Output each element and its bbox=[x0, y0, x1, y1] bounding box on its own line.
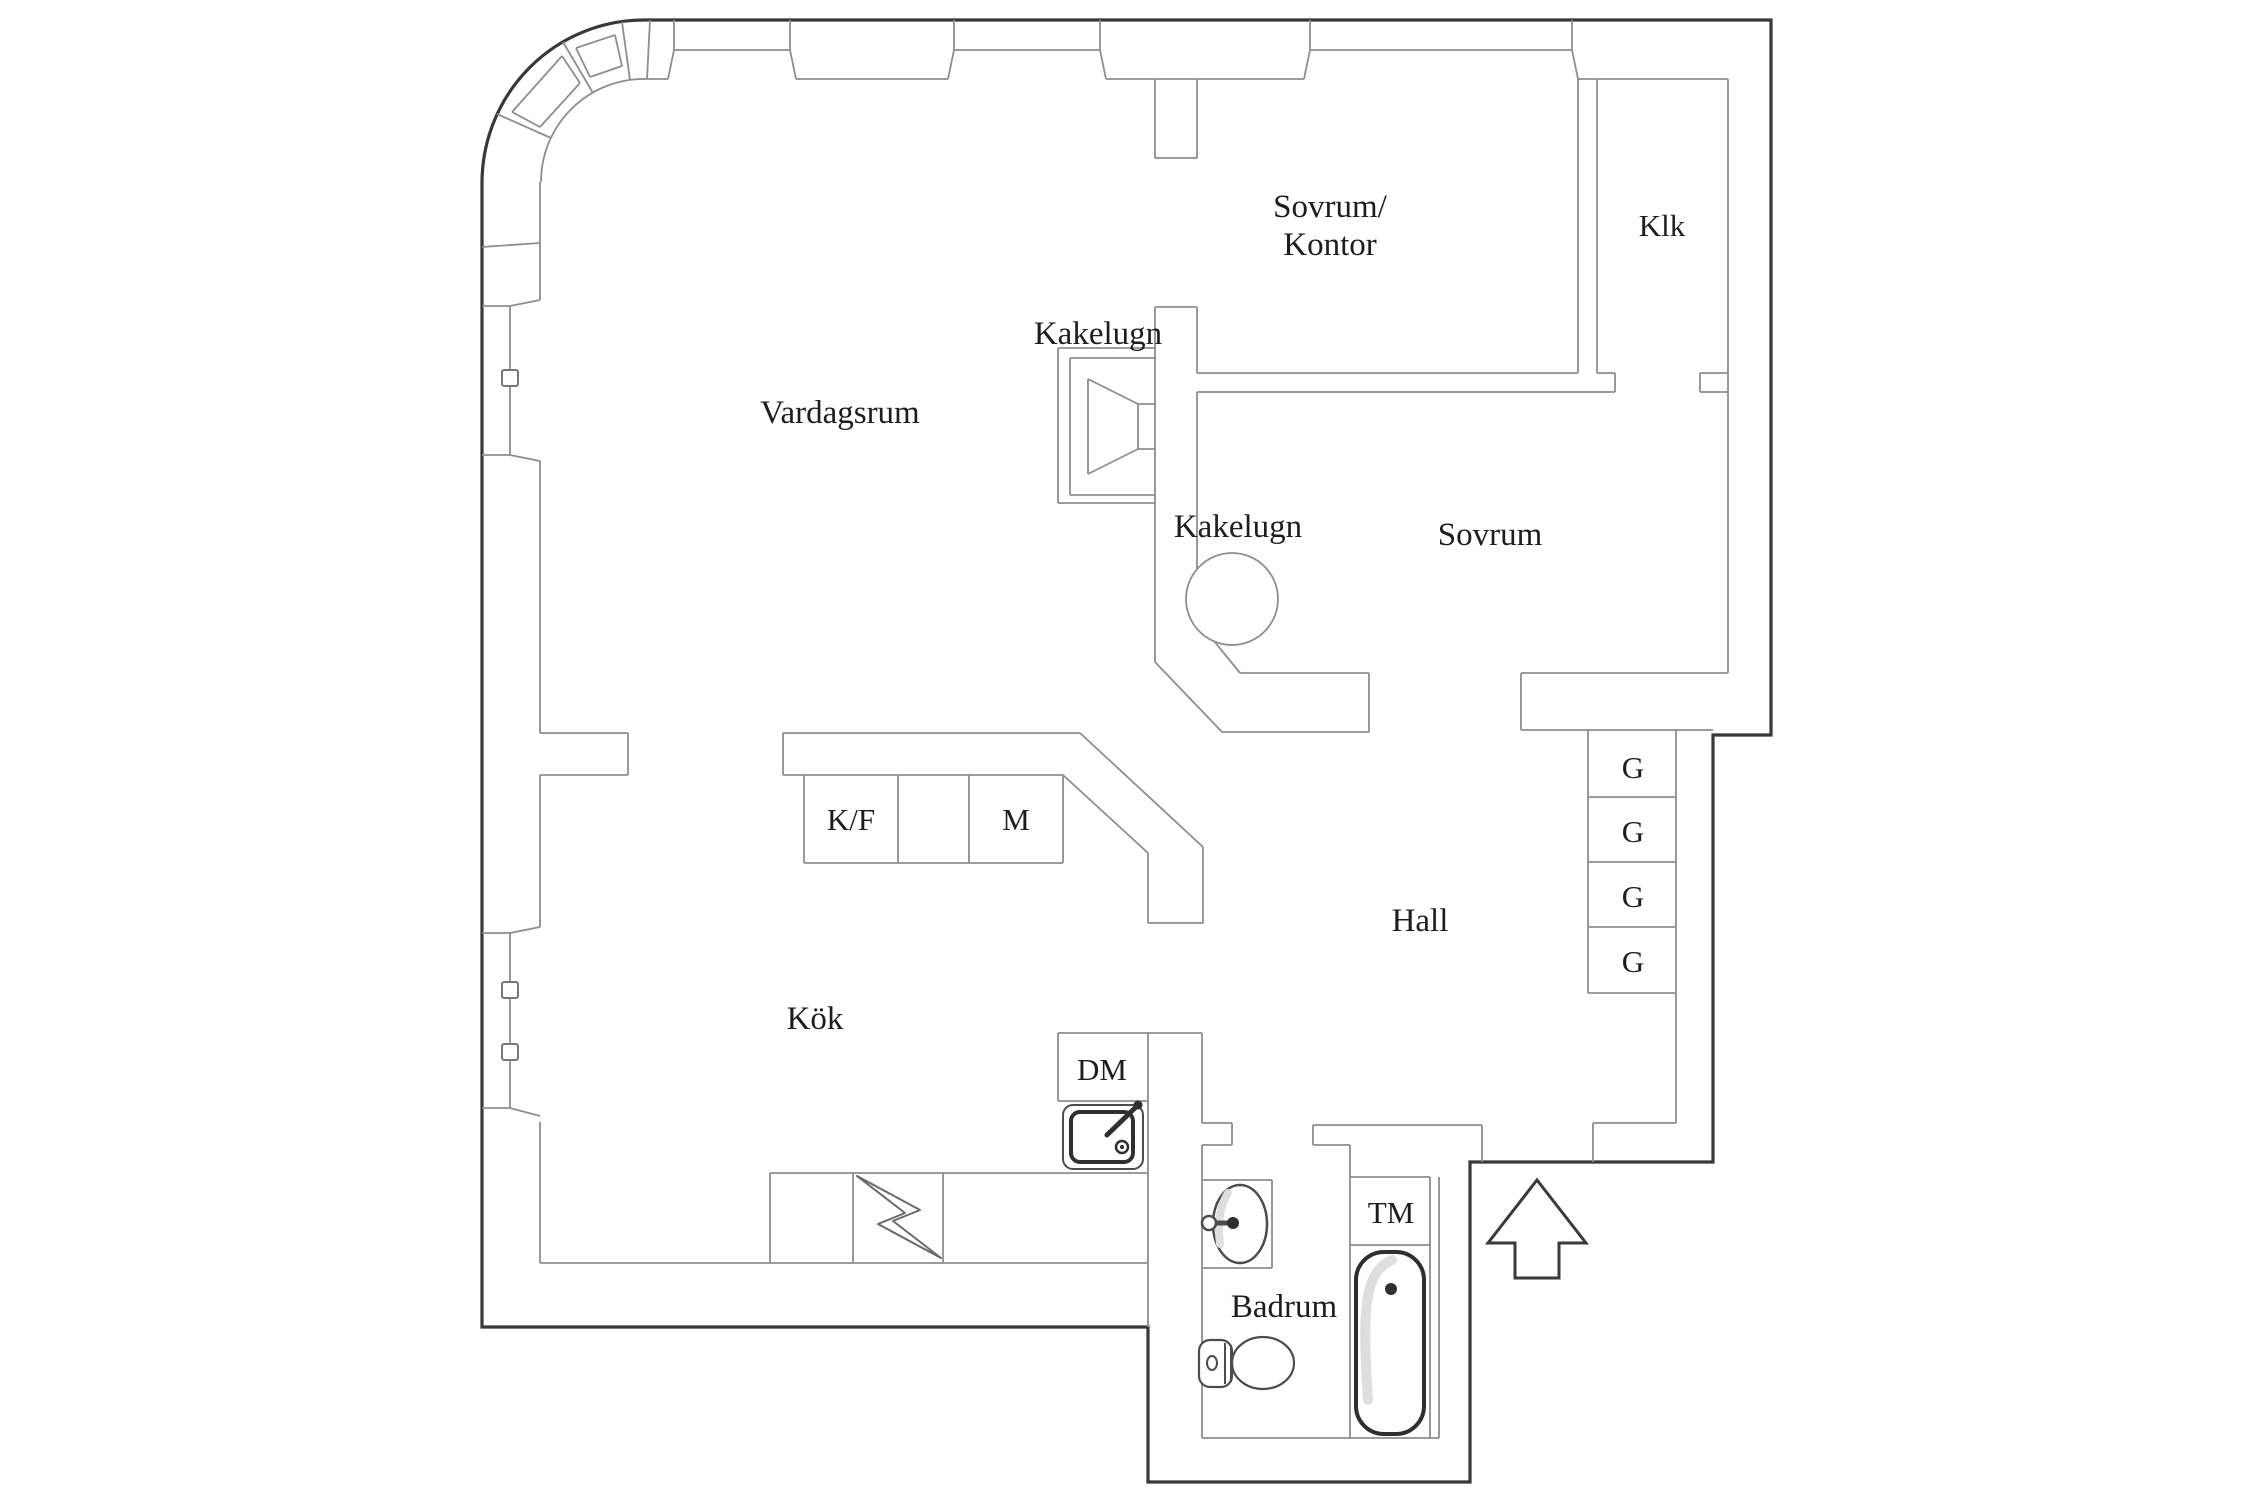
toilet-icon bbox=[1197, 1335, 1296, 1391]
label-hall: Hall bbox=[1392, 903, 1449, 939]
label-sovrum: Sovrum bbox=[1438, 517, 1543, 553]
label-g1: G bbox=[1622, 750, 1644, 785]
stove-icon bbox=[856, 1175, 942, 1259]
window-handle-icon bbox=[501, 981, 519, 999]
label-sovrum-kontor-line2: Kontor bbox=[1283, 227, 1377, 263]
interior-walls bbox=[540, 79, 1728, 1439]
label-klk: Klk bbox=[1639, 208, 1686, 243]
entrance-arrow-icon bbox=[1484, 1177, 1590, 1280]
label-m: M bbox=[1002, 802, 1030, 837]
exterior-walls bbox=[480, 18, 1773, 1484]
label-g4: G bbox=[1622, 944, 1644, 979]
windows bbox=[481, 19, 1579, 1117]
label-kakelugn-round: Kakelugn bbox=[1174, 509, 1302, 545]
window-handle-icon bbox=[501, 1043, 519, 1061]
label-sovrum-kontor-line1: Sovrum/ bbox=[1273, 189, 1388, 225]
label-tm: TM bbox=[1368, 1195, 1415, 1230]
tiled-stove-round-icon bbox=[1185, 552, 1279, 646]
label-kakelugn-top: Kakelugn bbox=[1034, 316, 1162, 352]
interior-wall-faces bbox=[539, 78, 1729, 1264]
label-g2: G bbox=[1622, 814, 1644, 849]
window-handle-icon bbox=[501, 369, 519, 387]
label-badrum: Badrum bbox=[1231, 1289, 1338, 1325]
washbasin-icon bbox=[1200, 1183, 1269, 1265]
bathtub-icon bbox=[1354, 1250, 1426, 1436]
label-dm: DM bbox=[1077, 1052, 1127, 1087]
kitchen-sink-icon bbox=[1062, 1100, 1144, 1170]
label-kf: K/F bbox=[827, 802, 875, 837]
label-kok: Kök bbox=[787, 1001, 844, 1037]
label-g3: G bbox=[1622, 879, 1644, 914]
label-vardagsrum: Vardagsrum bbox=[760, 395, 920, 431]
